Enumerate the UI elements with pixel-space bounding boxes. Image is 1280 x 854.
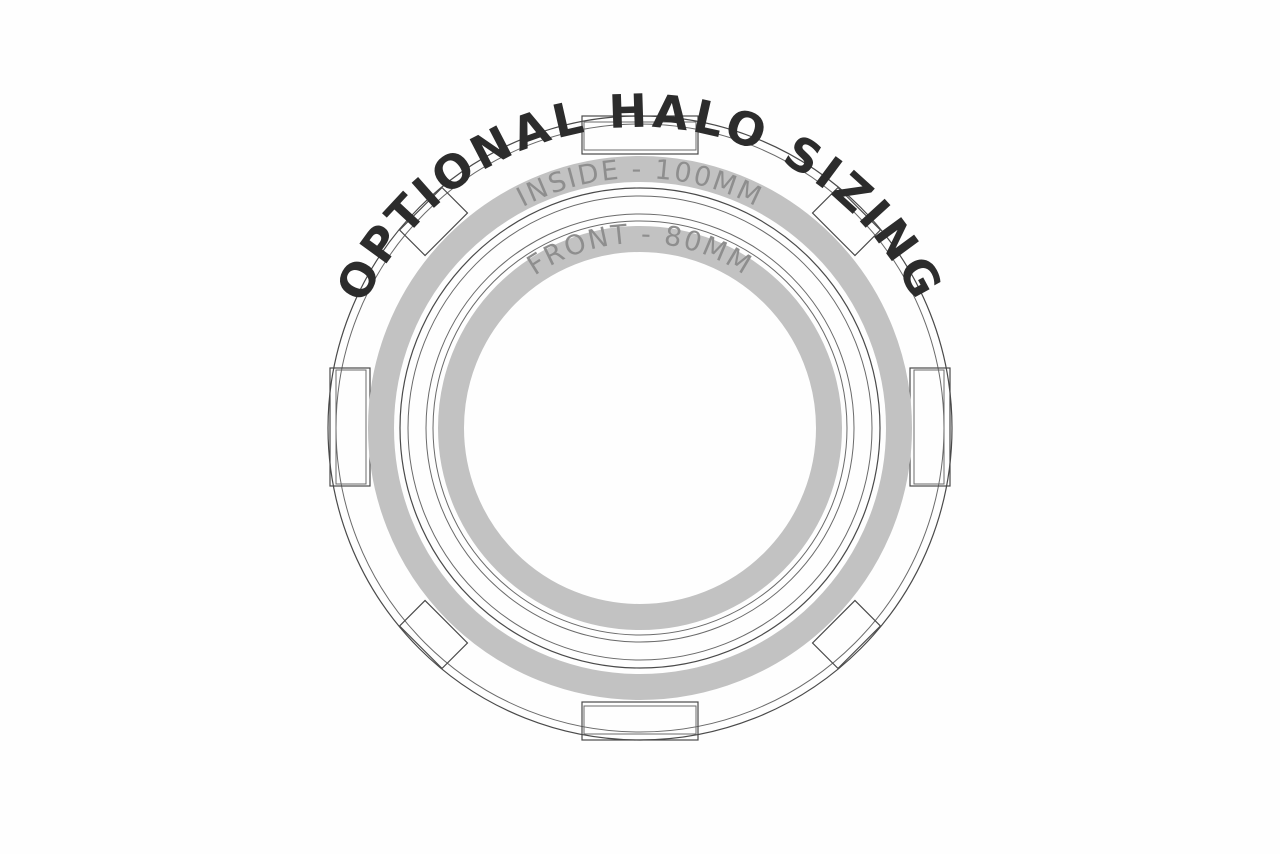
mid-ring-inner <box>407 195 873 661</box>
inside-ring-label: INSIDE - 100MM <box>512 154 768 213</box>
lens-ring-inner <box>432 220 848 636</box>
front-halo-ring <box>438 226 842 630</box>
inside-halo-ring <box>368 156 912 700</box>
tab-top <box>581 115 699 155</box>
clip-top-right <box>811 186 882 257</box>
clip-bottom-right <box>811 599 882 670</box>
mid-ring-outer <box>399 187 881 669</box>
clip-top-left <box>398 186 469 257</box>
tab-right-inner <box>913 369 945 485</box>
diagonal-clips <box>398 186 882 670</box>
clip-bottom-left <box>398 599 469 670</box>
tab-bottom <box>581 701 699 741</box>
lens-ring-outer <box>425 213 855 643</box>
tab-top-inner <box>583 121 697 151</box>
tab-left-inner <box>335 369 367 485</box>
tab-bottom-inner <box>583 705 697 735</box>
